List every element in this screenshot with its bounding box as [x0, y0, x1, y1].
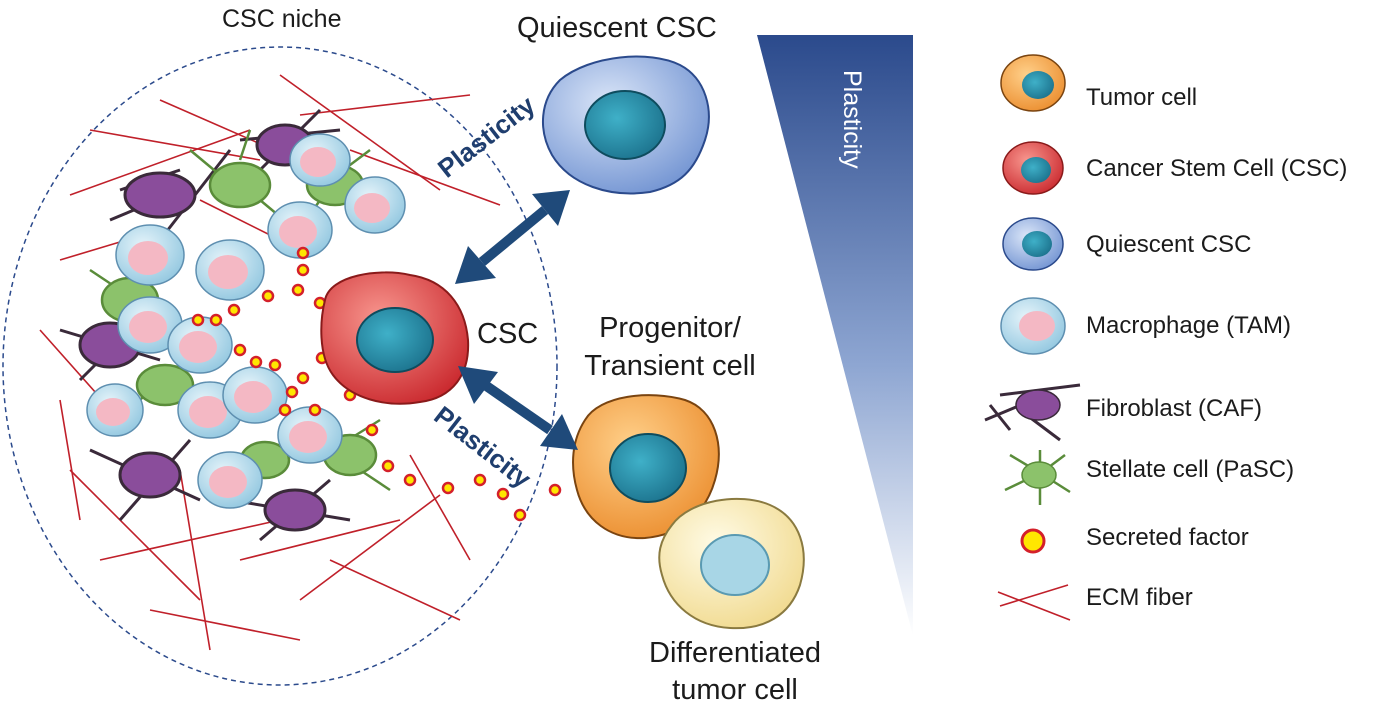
legend-label-secreted-factor: Secreted factor	[1086, 524, 1249, 551]
progenitor-cell	[572, 394, 720, 540]
legend-label-csc: Cancer Stem Cell (CSC)	[1086, 155, 1348, 182]
tumor-cell-icon	[1000, 54, 1066, 112]
niche-macrophages	[86, 133, 406, 509]
macrophage-icon	[1000, 297, 1066, 355]
progenitor-label-line1: Progenitor/	[599, 312, 741, 344]
center-csc-cell	[320, 271, 470, 405]
plasticity-arrow-lower	[458, 366, 578, 450]
differentiated-label-line1: Differentiated	[649, 637, 821, 669]
legend-label-ecm-fiber: ECM fiber	[1086, 584, 1193, 611]
niche-boundary	[2, 46, 558, 686]
quiescent-label: Quiescent CSC	[517, 12, 717, 44]
stellate-cell-icon	[1004, 450, 1071, 505]
quiescent-csc-cell	[542, 55, 710, 195]
legend-label-stellate-cell: Stellate cell (PaSC)	[1086, 456, 1295, 483]
cancer-stem-cell-icon	[1002, 141, 1064, 195]
progenitor-label-line2: Transient cell	[584, 350, 756, 382]
quiescent-csc-icon	[1002, 217, 1064, 271]
differentiated-cell	[658, 497, 805, 630]
legend-label-tumor-cell: Tumor cell	[1086, 84, 1198, 111]
ecm-fiber-icon	[997, 584, 1071, 621]
secreted-factor-icon	[1020, 528, 1046, 554]
differentiated-label-line2: tumor cell	[672, 674, 798, 706]
plasticity-gradient-label: Plasticity	[838, 70, 866, 169]
legend-label-fibroblast: Fibroblast (CAF)	[1086, 395, 1263, 422]
niche-title: CSC niche	[222, 5, 342, 33]
fibroblast-icon	[984, 383, 1081, 442]
secreted-factors	[191, 246, 562, 522]
csc-label: CSC	[477, 318, 539, 350]
legend-label-quiescent-csc: Quiescent CSC	[1086, 231, 1252, 258]
plasticity-gradient-triangle	[757, 35, 913, 636]
legend-label-macrophage: Macrophage (TAM)	[1086, 312, 1291, 339]
plasticity-arrow-upper	[455, 190, 570, 284]
